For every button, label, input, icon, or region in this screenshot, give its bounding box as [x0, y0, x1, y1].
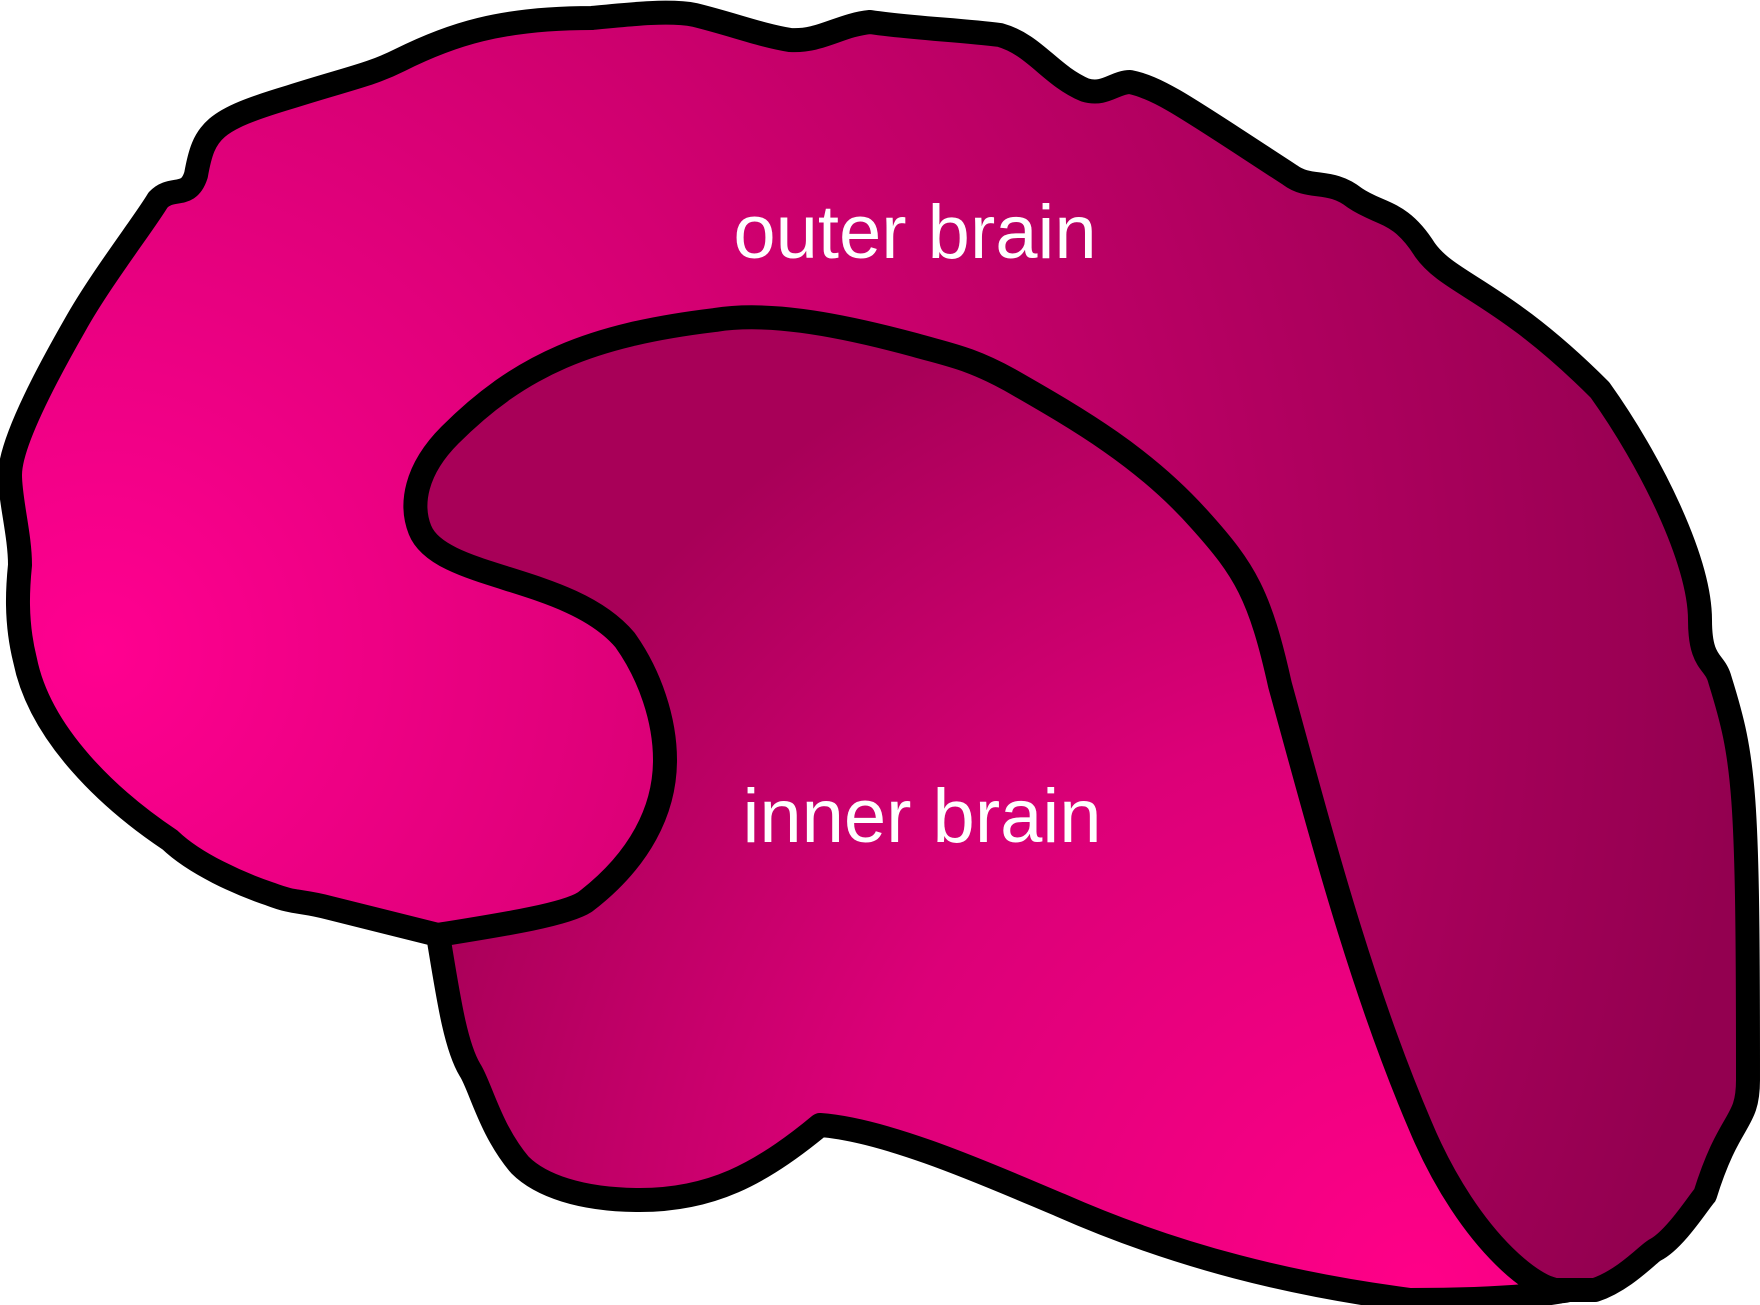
inner-brain-region	[403, 305, 1580, 1305]
inner-brain-label: inner brain	[742, 774, 1101, 859]
outer-brain-label: outer brain	[733, 190, 1096, 275]
